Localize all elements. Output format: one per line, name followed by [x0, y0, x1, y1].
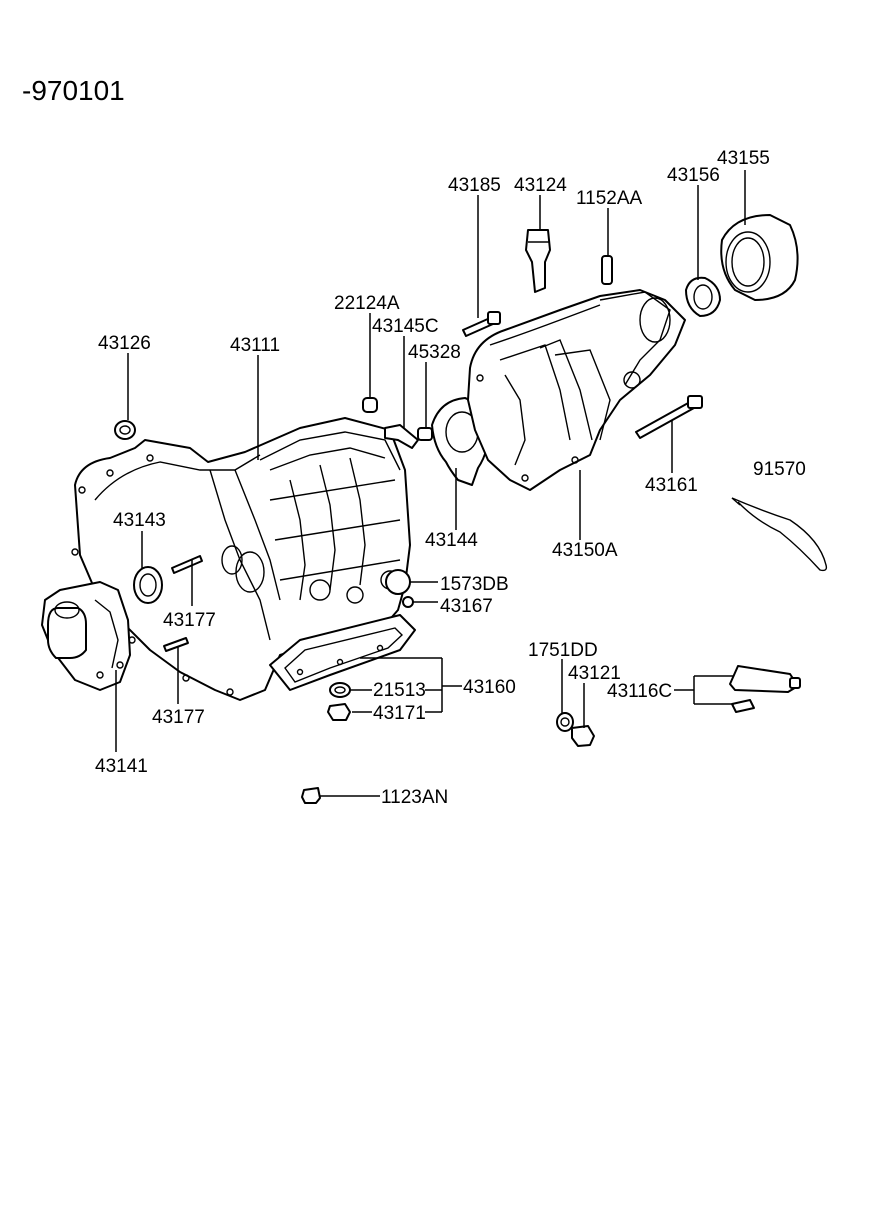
- label-43124: 43124: [514, 175, 567, 196]
- leader-lines: [115, 170, 746, 797]
- oil-seal-43156: [685, 276, 721, 317]
- label-1152AA: 1152AA: [576, 188, 643, 209]
- part-labels: 43185 43124 1152AA 43156 43155 22124A 43…: [95, 148, 806, 808]
- label-43150A: 43150A: [552, 540, 618, 561]
- label-1573DB: 1573DB: [440, 574, 509, 595]
- speed-sensor-43124: [525, 229, 551, 293]
- sealant-tube-43116C: [729, 665, 801, 713]
- label-43177-lower: 43177: [152, 707, 205, 728]
- label-43155: 43155: [717, 148, 770, 169]
- pin-43177-lower: [163, 637, 189, 652]
- label-43116C: 43116C: [607, 681, 672, 702]
- label-43156: 43156: [667, 165, 720, 186]
- bolt-45328: [417, 427, 433, 441]
- label-43143: 43143: [113, 510, 166, 531]
- label-43167: 43167: [440, 596, 493, 617]
- lever-43145C: [384, 424, 419, 449]
- label-43121: 43121: [568, 663, 621, 684]
- label-43177-upper: 43177: [163, 610, 216, 631]
- oil-seal-43143: [133, 566, 163, 604]
- pin-43177-upper: [171, 555, 203, 574]
- seal-43126: [114, 420, 136, 440]
- oil-pan-43160: [269, 614, 416, 691]
- plug-1573DB: [385, 569, 411, 595]
- label-43144: 43144: [425, 530, 478, 551]
- transmission-case-43111: [71, 417, 411, 701]
- label-43185: 43185: [448, 175, 501, 196]
- plug-43121: [571, 725, 595, 747]
- label-43141: 43141: [95, 756, 148, 777]
- label-45328: 45328: [408, 342, 461, 363]
- label-1123AN: 1123AN: [381, 787, 448, 808]
- label-21513: 21513: [373, 680, 426, 701]
- diagram-title: -970101: [22, 75, 125, 106]
- label-1751DD: 1751DD: [528, 640, 598, 661]
- gasket-1751DD: [556, 712, 574, 732]
- label-43160: 43160: [463, 677, 516, 698]
- cable-91570: [731, 497, 828, 572]
- label-43111: 43111: [230, 335, 280, 356]
- label-43171: 43171: [373, 703, 426, 724]
- drain-plug-43171: [327, 703, 351, 721]
- front-cover-43141: [41, 581, 131, 691]
- dust-cover-43155: [720, 214, 799, 301]
- label-91570: 91570: [753, 459, 806, 480]
- label-22124A: 22124A: [334, 293, 400, 314]
- bolt-43185: [462, 311, 501, 337]
- label-43126: 43126: [98, 333, 151, 354]
- washer-43167: [402, 596, 414, 608]
- plug-22124A: [362, 397, 378, 413]
- extension-housing-43150A: [467, 289, 686, 491]
- bolt-1123AN: [301, 787, 321, 804]
- label-43161: 43161: [645, 475, 698, 496]
- label-43145C: 43145C: [372, 316, 439, 337]
- gasket-21513: [329, 682, 351, 698]
- long-bolt-43161: [635, 395, 703, 439]
- pin-1152AA: [601, 255, 613, 285]
